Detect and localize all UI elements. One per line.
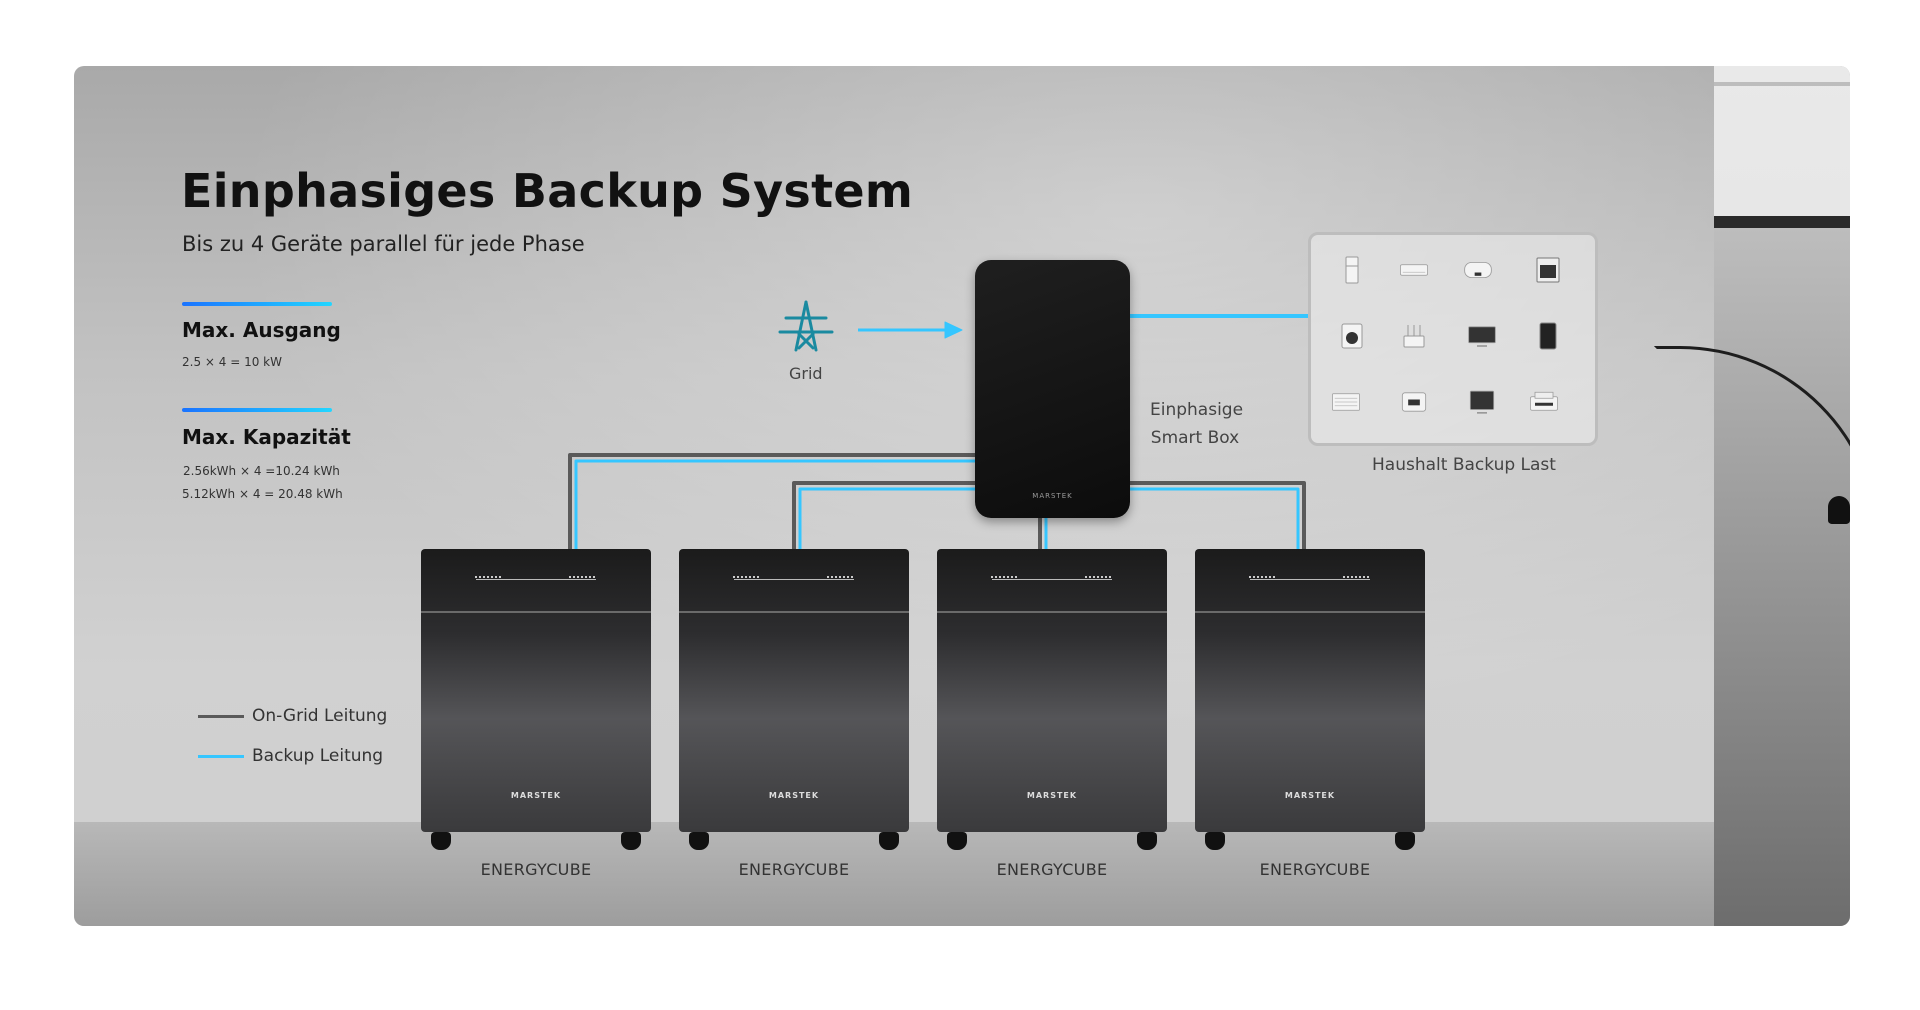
smart-box-label-line1: Einphasige <box>1150 400 1244 420</box>
spec-heading-output: Max. Ausgang <box>182 318 341 342</box>
tablet-icon <box>1539 322 1557 350</box>
spec-value-capacity-1: 2.56kWh × 4 =10.24 kWh <box>183 464 340 478</box>
legend-swatch-backup <box>198 754 244 758</box>
room-view <box>1654 66 1850 926</box>
oven-icon <box>1536 257 1560 283</box>
status-leds <box>1343 576 1369 584</box>
refrigerator-icon <box>1345 256 1359 284</box>
status-leds <box>733 576 759 584</box>
window-frame <box>1714 216 1850 228</box>
accent-bar <box>182 408 332 412</box>
status-leds <box>991 576 1017 584</box>
status-leds <box>1085 576 1111 584</box>
battery-label: ENERGYCUBE <box>996 860 1108 879</box>
lid-seam <box>421 611 651 613</box>
tv-icon <box>1468 326 1496 347</box>
accent-bar <box>182 302 332 306</box>
legend-on-grid: On-Grid Leitung <box>198 706 387 726</box>
rice-cooker-icon <box>1401 392 1427 412</box>
grid-label: Grid <box>789 364 823 383</box>
household-load-label: Haushalt Backup Last <box>1372 455 1556 475</box>
spec-value-output: 2.5 × 4 = 10 kW <box>182 355 282 369</box>
smart-box: MARSTEK <box>975 260 1130 518</box>
battery-label: ENERGYCUBE <box>738 860 850 879</box>
wheel <box>1395 832 1415 850</box>
diagram-background <box>74 66 1850 926</box>
power-tower-icon <box>778 300 834 352</box>
display-line <box>992 579 1112 580</box>
monitor-icon <box>1469 390 1495 414</box>
backup-wire-1 <box>574 459 975 549</box>
wheel <box>947 832 967 850</box>
smart-box-brand: MARSTEK <box>1032 492 1073 500</box>
lid-seam <box>937 611 1167 613</box>
washing-machine-icon <box>1341 323 1363 349</box>
router-icon <box>1403 325 1425 348</box>
battery-brand: MARSTEK <box>1026 791 1078 800</box>
wheel <box>1137 832 1157 850</box>
kitchen-appliance-icon <box>1332 393 1360 411</box>
wheel <box>689 832 709 850</box>
lid-seam <box>679 611 909 613</box>
wheel <box>431 832 451 850</box>
battery-label: ENERGYCUBE <box>480 860 592 879</box>
spec-heading-capacity: Max. Kapazität <box>182 425 351 449</box>
status-leds <box>475 576 501 584</box>
household-load-panel <box>1308 232 1598 446</box>
floor-lamp-head <box>1828 496 1850 524</box>
status-leds <box>1249 576 1275 584</box>
printer-icon <box>1530 391 1558 411</box>
battery-brand: MARSTEK <box>768 791 820 800</box>
legend-label-on-grid: On-Grid Leitung <box>252 706 388 726</box>
legend-swatch-on-grid <box>198 714 244 718</box>
smart-box-label: Einphasige Smart Box <box>1150 396 1244 452</box>
lid-seam <box>1195 611 1425 613</box>
water-heater-icon <box>1464 262 1492 278</box>
display-line <box>734 579 854 580</box>
energycube-battery: MARSTEK <box>421 549 651 850</box>
smart-box-label-line2: Smart Box <box>1150 428 1240 448</box>
spec-value-capacity-2: 5.12kWh × 4 = 20.48 kWh <box>182 487 343 501</box>
status-leds <box>827 576 853 584</box>
battery-brand: MARSTEK <box>510 791 562 800</box>
display-line <box>1250 579 1370 580</box>
battery-label: ENERGYCUBE <box>1259 860 1371 879</box>
grid-feed-arrow <box>944 321 963 339</box>
status-leds <box>569 576 595 584</box>
ceiling-line <box>1714 82 1850 86</box>
page-title: Einphasiges Backup System <box>181 164 914 218</box>
legend-backup: Backup Leitung <box>198 746 383 766</box>
wheel <box>621 832 641 850</box>
energycube-battery: MARSTEK <box>1195 549 1425 850</box>
energycube-battery: MARSTEK <box>937 549 1167 850</box>
wheel <box>879 832 899 850</box>
air-conditioner-icon <box>1400 264 1428 276</box>
wheel <box>1205 832 1225 850</box>
legend-label-backup: Backup Leitung <box>252 746 384 766</box>
battery-brand: MARSTEK <box>1284 791 1336 800</box>
energycube-battery: MARSTEK <box>679 549 909 850</box>
display-line <box>476 579 596 580</box>
on-grid-wire-1 <box>568 453 975 549</box>
page-subtitle: Bis zu 4 Geräte parallel für jede Phase <box>182 232 585 256</box>
